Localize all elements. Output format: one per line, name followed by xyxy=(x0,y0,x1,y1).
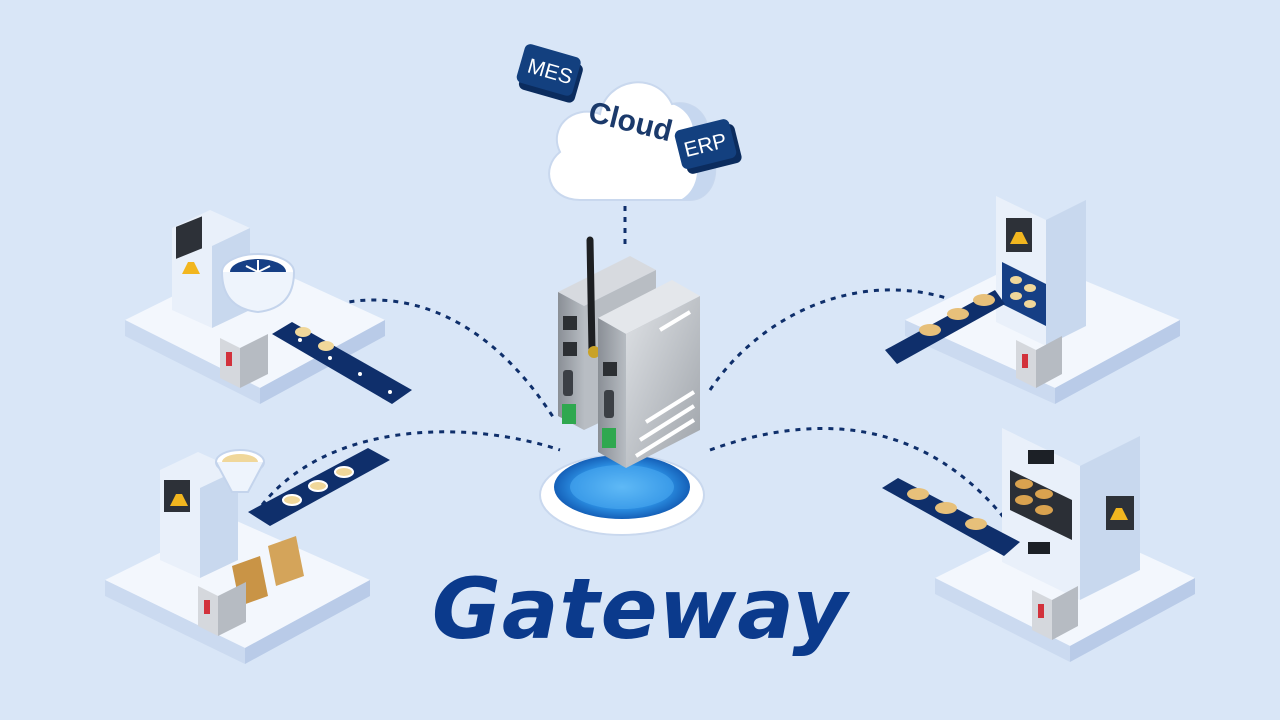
dot-4 xyxy=(388,390,392,394)
dough-2 xyxy=(318,341,334,351)
bread-row xyxy=(907,488,987,530)
bread-3 xyxy=(973,294,995,306)
hopper-cone xyxy=(215,461,265,493)
proofing-dough xyxy=(1010,276,1036,308)
bread-1 xyxy=(1015,479,1033,489)
rear-port-1 xyxy=(563,316,577,330)
cabinet-light xyxy=(204,600,210,614)
rear-unit-top xyxy=(558,256,656,306)
conveyor-icon xyxy=(272,322,412,404)
oven-display-2 xyxy=(1028,542,1050,554)
platform-left xyxy=(935,578,1070,662)
mes-tag: MES xyxy=(516,44,583,103)
mes-tag-body xyxy=(516,44,581,96)
controller-side xyxy=(1036,336,1062,388)
bread-2 xyxy=(1035,489,1053,499)
dough-4 xyxy=(1024,300,1036,308)
dough-1 xyxy=(295,327,311,337)
mixer-bowl-body xyxy=(221,271,295,314)
bread-2 xyxy=(947,308,969,320)
dot-2 xyxy=(328,356,332,360)
vent-1 xyxy=(658,310,692,332)
dot-3 xyxy=(358,372,362,376)
antenna-icon xyxy=(586,236,596,354)
front-unit-top xyxy=(598,280,700,334)
flask-icon xyxy=(170,494,188,506)
vent-stripes xyxy=(634,310,696,458)
vent-4 xyxy=(634,418,696,458)
cabinet-side xyxy=(218,582,246,636)
controller-light xyxy=(1038,604,1044,618)
oven-station xyxy=(882,428,1195,662)
front-port-1 xyxy=(603,362,617,376)
bread-3 xyxy=(965,518,987,530)
erp-tag-body xyxy=(674,119,737,169)
platform-left xyxy=(105,580,245,664)
cabinet-side xyxy=(240,334,268,388)
dough-pieces xyxy=(295,327,334,351)
rear-terminal xyxy=(562,404,576,424)
flask-icon xyxy=(1010,232,1028,244)
gateway-pad xyxy=(539,454,705,536)
cloud-node: Cloud MES ERP xyxy=(516,44,742,201)
front-unit-side xyxy=(626,296,700,468)
pad-inner xyxy=(570,465,674,509)
bread-1 xyxy=(919,324,941,336)
cabinet-light xyxy=(226,352,232,366)
dough-2 xyxy=(308,480,328,492)
front-terminal xyxy=(602,428,616,448)
vent-2 xyxy=(644,390,696,424)
vent-3 xyxy=(638,404,696,442)
controller-side xyxy=(1052,586,1078,640)
dough-3 xyxy=(334,466,354,478)
bread-icon xyxy=(919,294,995,336)
dough-3 xyxy=(1010,292,1022,300)
flask-icon xyxy=(182,262,200,274)
rear-port-2 xyxy=(563,342,577,356)
connection-links xyxy=(260,195,1052,591)
platform-right xyxy=(245,580,370,664)
proofing-station xyxy=(885,196,1180,404)
control-panel-icon xyxy=(176,216,202,259)
gateway-device-icon xyxy=(558,236,700,468)
conveyor-icon xyxy=(885,290,1005,364)
platform-right xyxy=(1055,320,1180,404)
bag-2 xyxy=(268,536,304,586)
antenna-base xyxy=(588,346,600,358)
bread-icon xyxy=(1015,479,1053,515)
cabinet-tower-side xyxy=(1046,200,1086,346)
platform-left xyxy=(125,320,260,404)
dot-1 xyxy=(298,338,302,342)
bread-2 xyxy=(935,502,957,514)
dough-1 xyxy=(1010,276,1022,284)
rear-port-3 xyxy=(563,370,573,396)
conveyor-dots xyxy=(298,338,392,394)
bread-3 xyxy=(1015,495,1033,505)
packaging-station xyxy=(105,448,390,664)
dough-2 xyxy=(1024,284,1036,292)
flask-icon xyxy=(1110,508,1128,520)
mixer-station xyxy=(125,210,412,404)
page-title: Gateway xyxy=(431,560,849,658)
bread-4 xyxy=(1035,505,1053,515)
oven-display xyxy=(1028,450,1054,464)
dough-pieces xyxy=(282,466,354,506)
platform-left xyxy=(905,320,1055,404)
conveyor-icon xyxy=(882,478,1020,556)
dough-1 xyxy=(282,494,302,506)
controller-light xyxy=(1022,354,1028,368)
erp-tag: ERP xyxy=(674,119,742,174)
platform-right xyxy=(1070,578,1195,662)
bread-1 xyxy=(907,488,929,500)
link-oven-station xyxy=(709,426,1052,591)
machine-side xyxy=(200,470,238,578)
front-port-2 xyxy=(604,390,614,418)
